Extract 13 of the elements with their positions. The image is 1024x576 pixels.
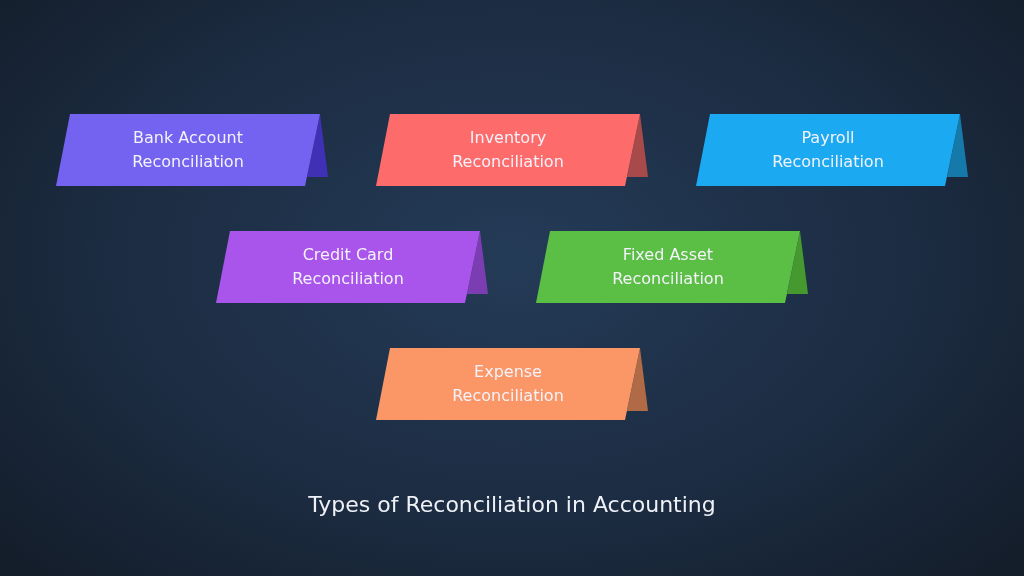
card-label: Credit Card Reconciliation [291, 244, 405, 290]
card-label: Bank Account Reconciliation [131, 127, 245, 173]
folded-label-card [376, 114, 648, 186]
folded-label-card [536, 231, 808, 303]
folded-label-card [376, 348, 648, 420]
card-label: Payroll Reconciliation [771, 127, 885, 173]
diagram-title: Types of Reconciliation in Accounting [307, 491, 717, 519]
card-label: Inventory Reconciliation [451, 127, 565, 173]
folded-label-card [56, 114, 328, 186]
folded-label-card [216, 231, 488, 303]
card-label: Expense Reconciliation [451, 361, 565, 407]
folded-label-card [696, 114, 968, 186]
card-label: Fixed Asset Reconciliation [611, 244, 725, 290]
